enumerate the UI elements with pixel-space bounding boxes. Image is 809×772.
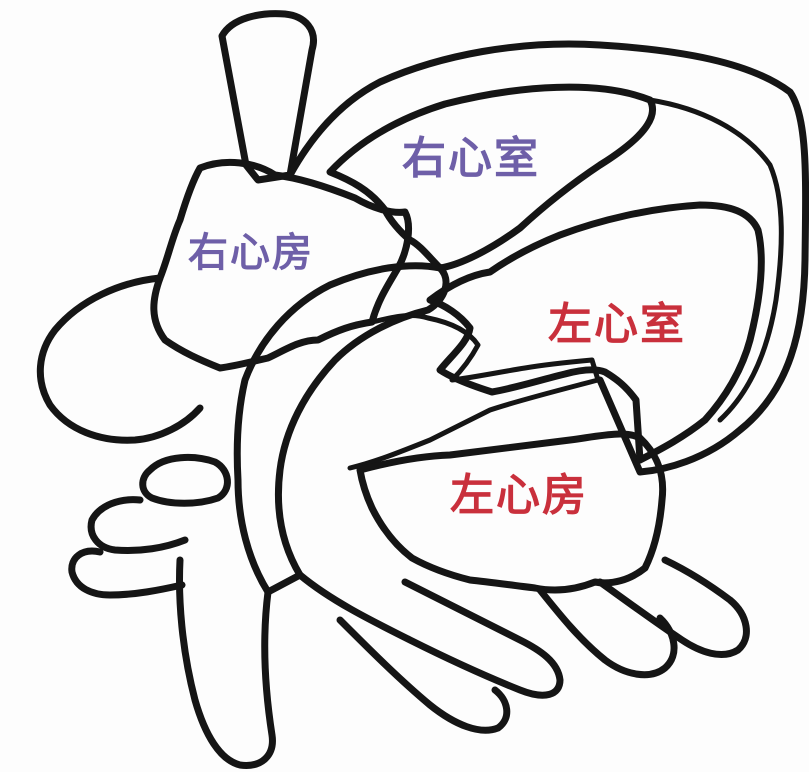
aorta-outline [237, 266, 446, 592]
label-left-ventricle: 左心室 [548, 303, 686, 347]
descending-aorta [300, 575, 560, 695]
label-right-ventricle: 右心室 [402, 137, 540, 181]
left-outer-vessel [40, 278, 200, 440]
pulmonary-vessel-left-2 [91, 500, 185, 551]
label-right-atrium: 右心房 [188, 233, 314, 273]
label-left-atrium: 左心房 [450, 474, 588, 518]
inferior-vena-cava [180, 560, 273, 765]
pulmonary-vessel-left-3 [72, 551, 182, 595]
pulmonary-vein-right-2 [540, 590, 674, 675]
pulmonary-vessel-left-1 [143, 457, 228, 503]
heart-outer-outline [290, 44, 806, 472]
